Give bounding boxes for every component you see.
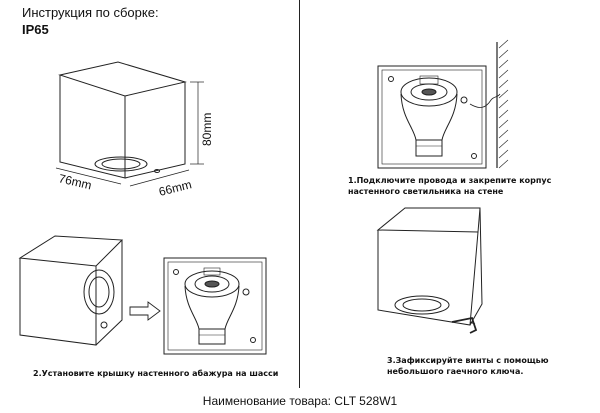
step2-drawing (18, 235, 267, 355)
step3-drawing (376, 207, 483, 334)
step-2-text: 2.Установите крышку настенного абажура н… (33, 369, 279, 378)
step-3-text: 3.Зафиксируйте винты с помощью небольшог… (387, 356, 549, 376)
dim-height-label: 80mm (200, 113, 214, 146)
step1-drawing (377, 39, 509, 169)
product-name: Наименование товара: CLT 528W1 (202, 394, 398, 408)
instruction-title: Инструкция по сборке: (22, 5, 159, 20)
dim-depth-label: 66mm (157, 177, 193, 199)
dimension-drawing (55, 61, 204, 187)
ip-rating: IP65 (22, 22, 49, 37)
step-1-text: 1.Подключите провода и закрепите корпус … (348, 176, 552, 196)
vertical-divider (299, 0, 300, 388)
dim-width-label: 76mm (57, 171, 93, 192)
